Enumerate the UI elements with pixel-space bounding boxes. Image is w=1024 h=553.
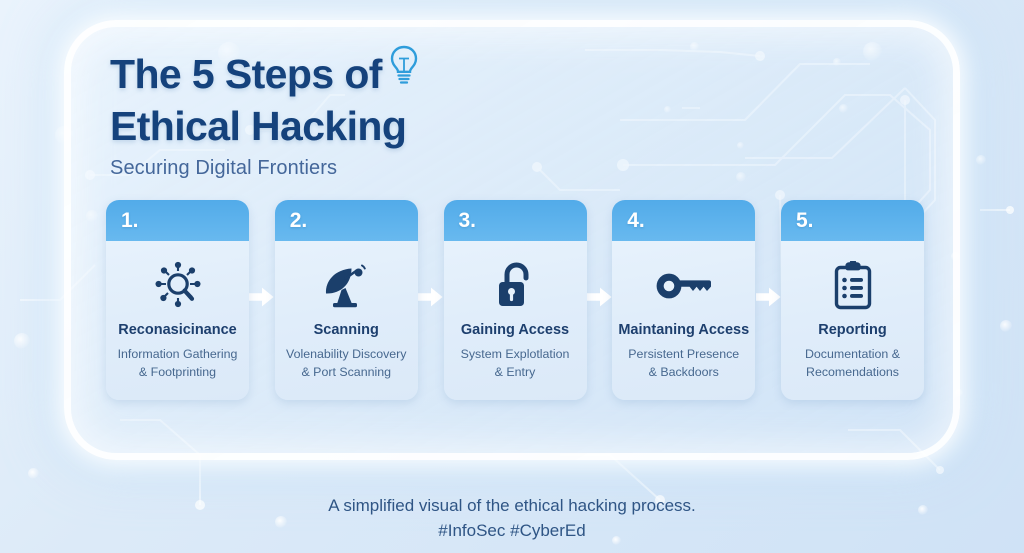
step-title: Scanning	[313, 322, 379, 338]
satellite-dish-icon	[321, 262, 371, 310]
step-description: Persistent Presence & Backdoors	[620, 346, 747, 380]
step-description-line1: Documentation &	[804, 347, 901, 362]
step-description: System Explotlation & Entry	[453, 346, 578, 380]
lightbulb-icon	[386, 44, 422, 91]
step-card-5[interactable]: 5. Reporting Documentation & R	[781, 200, 924, 400]
step-number: 5.	[796, 208, 814, 232]
page-subtitle: Securing Digital Frontiers	[110, 157, 338, 180]
open-padlock-icon	[494, 262, 536, 310]
title-first-line-row: The 5 Steps of	[110, 44, 670, 105]
step-card-3-header: 3.	[443, 200, 587, 241]
step-description: Documentation & Recomendations	[797, 346, 908, 380]
step-card-2-header: 2.	[274, 200, 418, 241]
arrow-right-icon	[249, 287, 274, 312]
step-description: Information Gathering & Footprinting	[110, 346, 246, 380]
step-number: 4.	[627, 208, 645, 232]
step-card-5-header: 5.	[781, 200, 924, 241]
step-description-line2: & Backdoors	[648, 364, 719, 379]
connector-3-4	[586, 200, 613, 400]
arrow-right-icon	[418, 287, 443, 312]
connector-4-5	[755, 200, 781, 400]
step-title: Maintaning Access	[618, 322, 750, 338]
step-card-1-header: 1.	[106, 200, 249, 241]
step-title: Reconasicinance	[118, 322, 237, 338]
page-title-line2: Ethical Hacking	[110, 103, 407, 149]
step-card-2[interactable]: 2. Scanning Volenability Discovery & Por…	[274, 200, 418, 400]
step-description-line1: Information Gathering	[117, 347, 238, 362]
step-description-line1: System Explotlation	[460, 347, 570, 362]
step-number: 2.	[289, 208, 308, 232]
step-number: 3.	[458, 208, 477, 232]
step-description-line1: Persistent Presence	[628, 347, 740, 362]
connector-2-3	[418, 200, 444, 400]
header-block: The 5 Steps of Ethical Hacking Securing …	[110, 44, 670, 180]
network-magnifier-icon	[151, 261, 205, 310]
footer-hashtags: #InfoSec #CyberEd	[438, 520, 586, 540]
step-number: 1.	[121, 208, 139, 232]
clipboard-checklist-icon	[832, 261, 874, 310]
step-card-3[interactable]: 3. Gaining Access System Explotlation & …	[443, 200, 587, 400]
step-title: Reporting	[818, 322, 887, 338]
step-card-1[interactable]: 1. Reconasicinance	[106, 200, 249, 400]
steps-row: 1. Reconasicinance	[106, 200, 924, 400]
step-description-line1: Volenability Discovery	[285, 347, 407, 362]
step-card-4[interactable]: 4. Maintaning Access Persistent Presence…	[612, 200, 756, 400]
step-description-line2: & Port Scanning	[301, 364, 392, 379]
arrow-right-icon	[755, 287, 781, 312]
footer-block: A simplified visual of the ethical hacki…	[0, 494, 1024, 543]
page-title-line1: The 5 Steps of	[110, 51, 382, 98]
step-description-line2: & Entry	[494, 364, 536, 379]
step-title: Gaining Access	[460, 322, 570, 338]
key-icon	[656, 262, 712, 310]
arrow-right-icon	[586, 287, 612, 312]
step-description-line2: Recomendations	[806, 364, 899, 379]
step-card-4-header: 4.	[612, 200, 756, 241]
step-description-line2: & Footprinting	[138, 364, 217, 379]
footer-caption: A simplified visual of the ethical hacki…	[328, 496, 696, 515]
step-description: Volenability Discovery & Port Scanning	[278, 346, 415, 380]
connector-1-2	[249, 200, 275, 400]
